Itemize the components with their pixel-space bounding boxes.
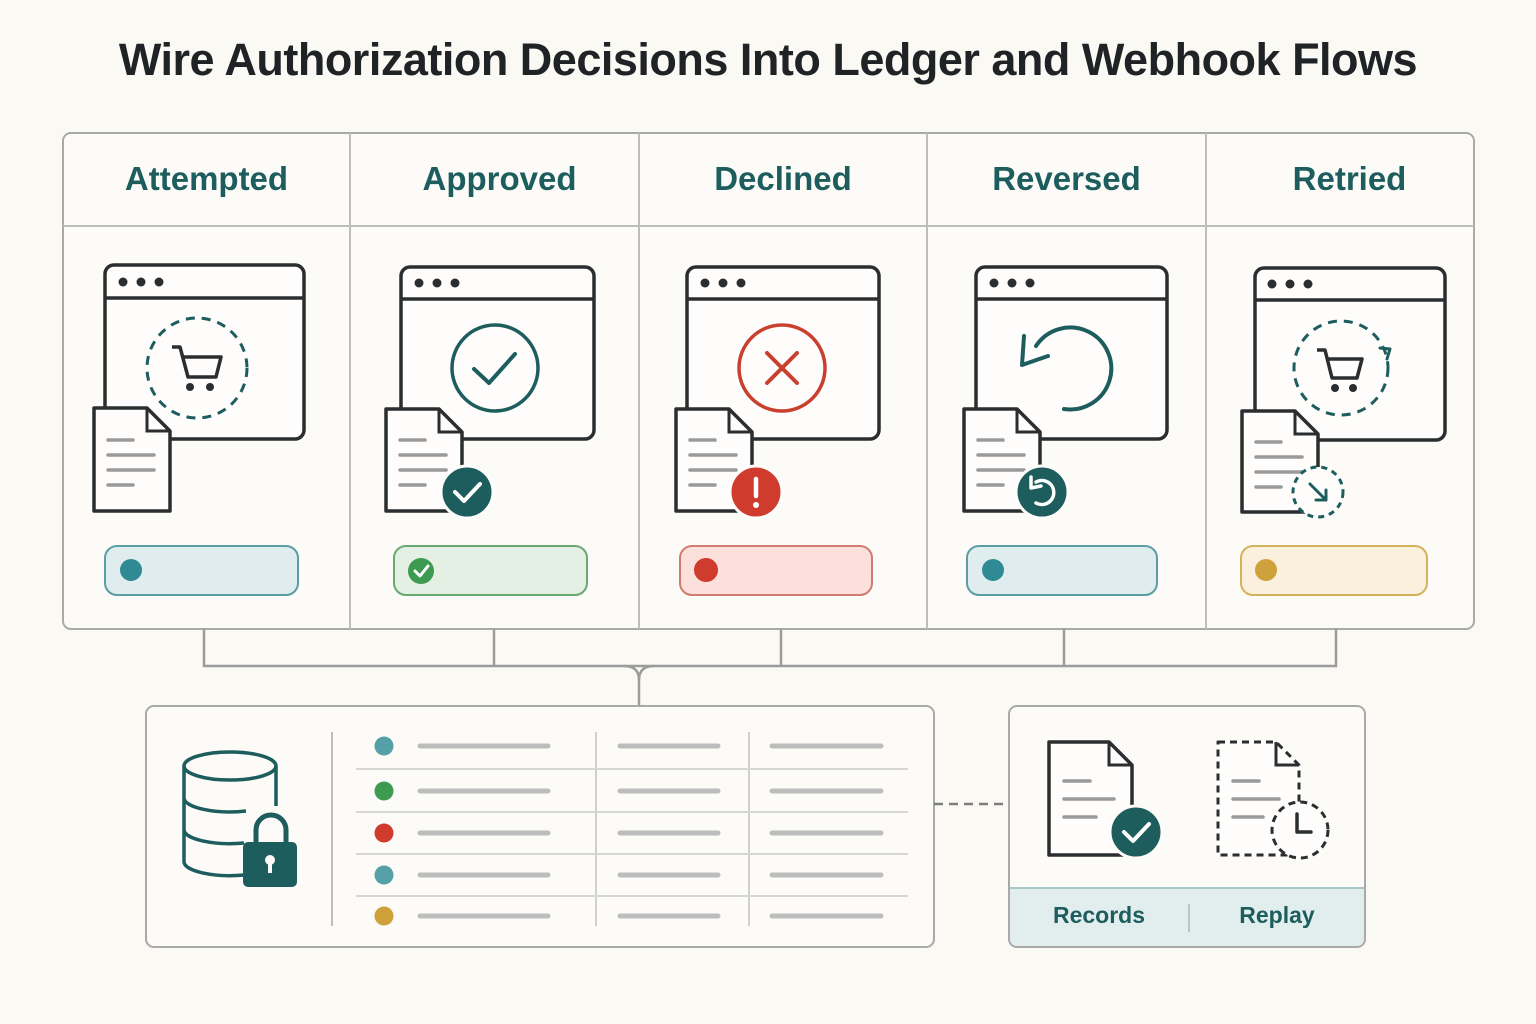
state-reversed xyxy=(962,265,1169,596)
record-document-icon xyxy=(1047,740,1164,860)
ledger-status-dot xyxy=(374,736,394,756)
rotate-badge-icon xyxy=(1014,464,1070,520)
cart-icon xyxy=(145,316,249,420)
rotate-icon xyxy=(1020,325,1114,412)
ledger-status-dot xyxy=(374,865,394,885)
ledger-rows xyxy=(374,736,884,926)
webhook-panel xyxy=(1008,705,1366,948)
state-label-retried: Retried xyxy=(1292,160,1407,197)
state-declined xyxy=(674,265,881,596)
check-circle-icon xyxy=(450,323,540,413)
browser-window-icon xyxy=(685,265,881,441)
ledger-status-dot xyxy=(374,823,394,843)
ledger-panel xyxy=(145,705,935,948)
status-pill xyxy=(679,545,873,596)
status-pill xyxy=(1240,545,1428,596)
ledger-table xyxy=(356,736,908,926)
replay-label: Replay xyxy=(1239,902,1315,928)
status-pill xyxy=(966,545,1158,596)
browser-window-icon xyxy=(974,265,1169,441)
state-label-declined: Declined xyxy=(714,160,852,197)
browser-window-icon xyxy=(399,265,596,441)
ledger-status-dot xyxy=(374,781,394,801)
connector-lines xyxy=(202,629,1338,706)
document-icon xyxy=(92,406,172,513)
state-approved xyxy=(384,265,596,596)
state-attempted xyxy=(92,263,306,596)
ledger-status-dot xyxy=(374,906,394,926)
status-pill xyxy=(104,545,299,596)
alert-badge-icon xyxy=(728,464,784,520)
status-pill xyxy=(393,545,588,596)
records-label: Records xyxy=(1052,902,1146,928)
clock-arrow-badge-icon xyxy=(1291,465,1345,519)
locked-database-icon xyxy=(182,750,297,887)
state-label-attempted: Attempted xyxy=(124,160,289,197)
page-title: Wire Authorization Decisions Into Ledger… xyxy=(118,34,1418,85)
replay-document-icon xyxy=(1216,740,1330,860)
check-badge-icon xyxy=(439,464,495,520)
state-label-approved: Approved xyxy=(422,160,577,197)
state-label-reversed: Reversed xyxy=(992,160,1141,197)
x-circle-icon xyxy=(737,323,827,413)
state-retried xyxy=(1240,266,1447,596)
cart-retry-icon xyxy=(1292,319,1392,417)
